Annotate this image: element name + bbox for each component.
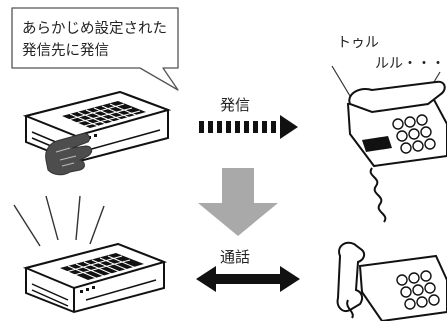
ringing-line-2: ルル・・・: [375, 56, 445, 72]
sound-lines: [13, 195, 105, 247]
dial-label: 発信: [220, 96, 250, 114]
desk-phone-handset-lifted-icon: [336, 241, 447, 321]
dotted-arrow-right-icon: [199, 115, 298, 139]
emergency-call-device-bottom-icon: [22, 242, 168, 314]
pressing-finger-icon: [45, 133, 93, 176]
ringing-line-1: トゥル: [337, 35, 379, 51]
callout-bubble: あらかじめ設定された 発信先に発信: [11, 7, 179, 91]
callout-line-1: あらかじめ設定された: [22, 20, 167, 37]
talk-label: 通話: [220, 248, 250, 266]
callout-line-2: 発信先に発信: [22, 42, 109, 59]
arrow-down-icon: [198, 168, 278, 236]
desk-phone-icon: [346, 80, 447, 223]
double-arrow-icon: [196, 266, 300, 292]
